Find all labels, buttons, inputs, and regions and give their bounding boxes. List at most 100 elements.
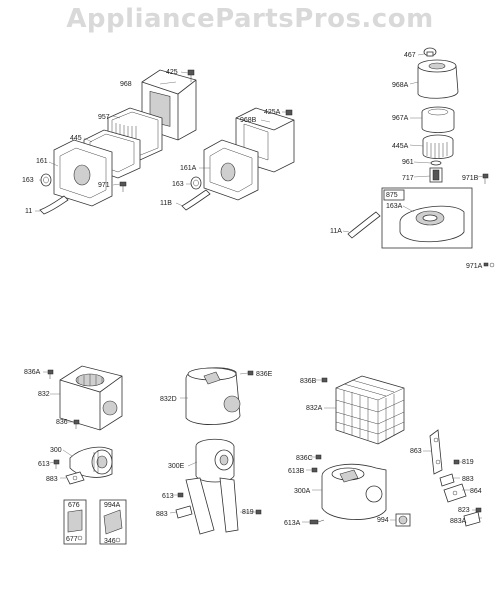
label-823: 823 xyxy=(458,507,470,514)
part-677-screw[interactable] xyxy=(77,535,83,541)
part-836E-screw[interactable] xyxy=(247,370,254,376)
part-11A-breather-tube[interactable] xyxy=(347,211,381,239)
part-883-bracket[interactable] xyxy=(65,471,85,485)
label-300: 300 xyxy=(50,447,62,454)
label-425: 425 xyxy=(166,69,178,76)
label-957: 957 xyxy=(98,114,110,121)
part-883-bracket-middle[interactable] xyxy=(175,505,193,519)
part-968A-cover[interactable] xyxy=(417,59,459,99)
label-836E: 836E xyxy=(256,371,273,378)
label-163-middle: 163 xyxy=(172,181,184,188)
part-11-breather-tube[interactable] xyxy=(39,195,69,215)
label-863: 863 xyxy=(410,448,422,455)
label-11A: 11A xyxy=(330,228,342,235)
part-300-muffler[interactable] xyxy=(69,446,113,478)
label-971A: 971A xyxy=(466,263,483,270)
label-161: 161 xyxy=(36,158,48,165)
part-883A-bracket[interactable] xyxy=(463,511,481,527)
part-676-guard-box[interactable] xyxy=(63,499,87,545)
part-613A-screw[interactable] xyxy=(309,519,325,525)
part-832-muffler[interactable] xyxy=(59,365,123,431)
part-161-base[interactable] xyxy=(53,139,113,207)
label-613: 613 xyxy=(38,461,50,468)
part-467-knob[interactable] xyxy=(423,47,437,57)
label-819-right: 819 xyxy=(462,459,474,466)
part-425A-screw[interactable] xyxy=(285,109,293,116)
part-613B-screw[interactable] xyxy=(311,467,318,473)
label-676: 676 xyxy=(68,502,80,509)
watermark-text: AppliancePartsPros.com xyxy=(66,4,434,34)
label-994A: 994A xyxy=(104,502,121,509)
label-161A: 161A xyxy=(180,165,197,172)
part-300A-muffler[interactable] xyxy=(321,463,387,520)
label-832D: 832D xyxy=(160,396,177,403)
label-994: 994 xyxy=(377,517,389,524)
label-832A: 832A xyxy=(306,405,323,412)
part-836A-screw[interactable] xyxy=(47,369,54,379)
label-832: 832 xyxy=(38,391,50,398)
part-994-deflector[interactable] xyxy=(395,513,411,527)
part-836B-screw[interactable] xyxy=(321,377,328,383)
part-994A-guard-box[interactable] xyxy=(99,499,127,545)
part-163-gasket[interactable] xyxy=(40,173,52,187)
part-836-screw[interactable] xyxy=(73,419,80,429)
part-11B-breather-tube[interactable] xyxy=(181,189,211,211)
part-823-screw[interactable] xyxy=(475,507,482,513)
part-971-screw[interactable] xyxy=(119,181,127,192)
label-971: 971 xyxy=(98,182,110,189)
label-163A: 163A xyxy=(386,203,403,210)
air-cleaner-assembly-right xyxy=(342,47,495,268)
part-883-bracket-right[interactable] xyxy=(439,473,455,487)
label-300E: 300E xyxy=(168,463,185,470)
label-836: 836 xyxy=(56,419,68,426)
part-863-bracket[interactable] xyxy=(429,429,443,475)
part-832D-muffler[interactable] xyxy=(185,367,241,425)
part-163-gasket-middle[interactable] xyxy=(190,176,202,190)
label-467: 467 xyxy=(404,52,416,59)
part-717-stud[interactable] xyxy=(429,167,443,183)
part-875-base-assembly[interactable] xyxy=(381,187,473,249)
label-875: 875 xyxy=(386,192,398,199)
label-968A: 968A xyxy=(392,82,409,89)
label-613A: 613A xyxy=(284,520,301,527)
label-613-middle: 613 xyxy=(162,493,174,500)
label-836A: 836A xyxy=(24,369,41,376)
label-968B: 968B xyxy=(240,117,257,124)
part-961-seal[interactable] xyxy=(430,160,442,166)
air-cleaner-assembly-left xyxy=(35,69,197,215)
label-163: 163 xyxy=(22,177,34,184)
label-11: 11 xyxy=(25,208,32,215)
part-967A-precleaner[interactable] xyxy=(421,106,455,133)
label-883-middle: 883 xyxy=(156,511,168,518)
part-346-screw[interactable] xyxy=(115,537,121,543)
part-864-bracket[interactable] xyxy=(443,483,467,503)
label-425A: 425A xyxy=(264,109,281,116)
label-883-right: 883 xyxy=(462,476,474,483)
part-425-screw[interactable] xyxy=(187,69,195,82)
label-677: 677 xyxy=(66,536,78,543)
muffler-assembly-right xyxy=(302,375,482,527)
part-971B-screw[interactable] xyxy=(482,173,489,184)
part-300E-heatshield[interactable] xyxy=(185,438,239,535)
part-445A-element[interactable] xyxy=(422,134,454,159)
part-613-screw[interactable] xyxy=(53,459,60,469)
part-161A-base[interactable] xyxy=(203,139,259,201)
part-819-screw-right[interactable] xyxy=(453,459,460,465)
label-864: 864 xyxy=(470,488,482,495)
part-labels: 425 968 957 445 161 163 971 11 425A 968B… xyxy=(22,52,483,545)
label-11B: 11B xyxy=(160,200,172,207)
label-971B: 971B xyxy=(462,175,479,182)
air-cleaner-assembly-middle xyxy=(175,107,295,211)
part-819-screw-middle[interactable] xyxy=(255,509,262,515)
label-883A: 883A xyxy=(450,518,467,525)
label-346: 346 xyxy=(104,538,116,545)
label-836B: 836B xyxy=(300,378,317,385)
part-971A-screw[interactable] xyxy=(483,262,495,268)
part-836C-screw[interactable] xyxy=(315,454,322,460)
muffler-assembly-middle xyxy=(169,367,262,535)
part-613-screw-middle[interactable] xyxy=(177,492,184,498)
part-832A-muffler-guard[interactable] xyxy=(335,375,405,445)
label-883: 883 xyxy=(46,476,58,483)
muffler-assembly-left xyxy=(43,365,127,545)
